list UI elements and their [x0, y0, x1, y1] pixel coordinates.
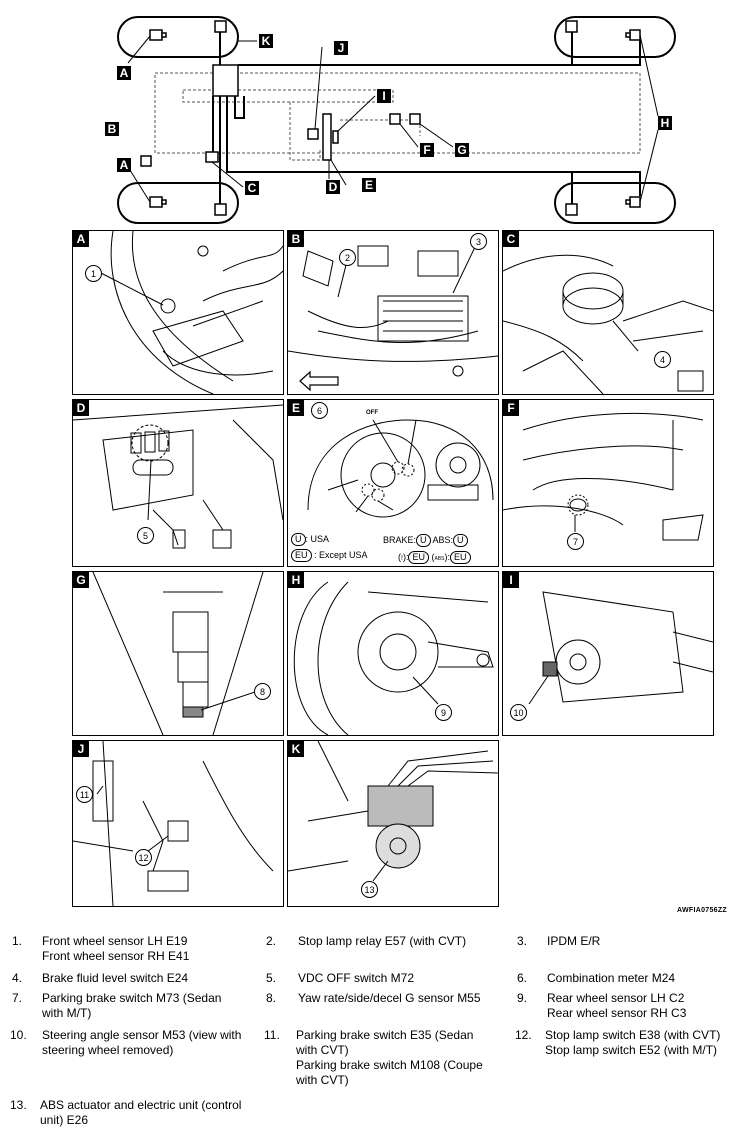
legend-item-12: 12. Stop lamp switch E38 (with CVT)Stop …: [515, 1028, 721, 1057]
callout-12: 12: [135, 849, 152, 866]
legend-item-13: 13. ABS actuator and electric unit (cont…: [10, 1098, 242, 1127]
panel-k-drawing: [288, 741, 498, 882]
panel-f: F 7: [502, 399, 714, 567]
panel-g-drawing: [92, 572, 264, 735]
diagram-label-e: E: [362, 178, 376, 192]
panel-d-label: D: [73, 400, 89, 416]
callout-4: 4: [654, 351, 671, 368]
vehicle-layout-diagram: [117, 16, 676, 224]
diagram-label-i: I: [377, 89, 391, 103]
callout-9: 9: [435, 704, 452, 721]
panel-f-label: F: [503, 400, 519, 416]
legend-item-2: 2. Stop lamp relay E57 (with CVT): [266, 934, 467, 948]
callout-3: 3: [470, 233, 487, 250]
callout-13: 13: [361, 881, 378, 898]
legend-item-6: 6. Combination meter M24: [517, 971, 676, 985]
diagram-label-k: K: [259, 34, 273, 48]
diagram-label-j: J: [334, 41, 348, 55]
key-brake-abs-eu: (!):EU (ABS):EU: [398, 551, 471, 564]
abs-icon: ABS: [434, 556, 445, 562]
panel-h-drawing: [293, 581, 494, 735]
panel-k-label: K: [288, 741, 304, 757]
abs-actuator-block: [212, 64, 239, 97]
panel-a-drawing: [100, 231, 283, 394]
callout-5: 5: [137, 527, 154, 544]
wheel-outlines: [117, 16, 676, 224]
panel-i-drawing: [528, 591, 713, 705]
callout-6: 6: [311, 402, 328, 419]
diagram-label-b: B: [105, 122, 119, 136]
diagram-label-a-top: A: [117, 66, 131, 80]
panel-c: C 4: [502, 230, 714, 395]
leader-lines: [127, 34, 659, 203]
panel-j-label: J: [73, 741, 89, 757]
diagram-label-f: F: [420, 143, 434, 157]
callout-8: 8: [254, 683, 271, 700]
legend-item-4: 4. Brake fluid level switch E24: [12, 971, 189, 985]
figure-code: AWFIA0756ZZ: [677, 907, 727, 914]
panel-b-label: B: [288, 231, 304, 247]
wheel-front-left: [117, 16, 239, 58]
panel-b: B 2 3: [287, 230, 499, 395]
legend-item-8: 8. Yaw rate/side/decel G sensor M55: [266, 991, 481, 1005]
panel-e-label: E: [288, 400, 304, 416]
panel-a-label: A: [73, 231, 89, 247]
callout-2: 2: [339, 249, 356, 266]
panel-g-label: G: [73, 572, 89, 588]
diagram-label-c: C: [245, 181, 259, 195]
components: [140, 20, 641, 216]
panel-e-drawing: OFF: [307, 410, 494, 518]
panel-c-drawing: [503, 254, 713, 394]
panel-d: D 5: [72, 399, 284, 567]
panel-j: J 11 12: [72, 740, 284, 907]
panel-e: OFF E 6 U: USA EU : Except USA BRAKE:U A…: [287, 399, 499, 567]
wheel-rear-right: [554, 182, 676, 224]
legend-item-10: 10. Steering angle sensor M53 (view with…: [10, 1028, 242, 1057]
diagram-label-h: H: [658, 116, 672, 130]
wheel-rear-left: [554, 16, 676, 58]
callout-11: 11: [76, 786, 93, 803]
wheel-front-right: [117, 182, 239, 224]
panel-a: A 1: [72, 230, 284, 395]
key-except-usa: EU : Except USA: [291, 549, 368, 562]
panel-k: K 13: [287, 740, 499, 907]
callout-7: 7: [567, 533, 584, 550]
panel-h: H 9: [287, 571, 499, 736]
body-outline: [154, 72, 641, 161]
panel-g: G 8: [72, 571, 284, 736]
legend-item-3: 3. IPDM E/R: [517, 934, 601, 948]
diagram-label-d: D: [326, 180, 340, 194]
diagram-label-g: G: [455, 143, 469, 157]
panel-i: I 10: [502, 571, 714, 736]
panel-j-drawing: [73, 741, 274, 906]
callout-10: 10: [510, 704, 527, 721]
panel-h-label: H: [288, 572, 304, 588]
legend-item-5: 5. VDC OFF switch M72: [266, 971, 415, 985]
panel-c-label: C: [503, 231, 519, 247]
key-usa: U: USA: [291, 533, 329, 546]
vdc-off-icon: OFF: [366, 410, 378, 416]
diagram-label-a-bottom: A: [117, 158, 131, 172]
panel-i-label: I: [503, 572, 519, 588]
panel-f-drawing: [503, 412, 704, 541]
panel-d-drawing: [73, 404, 283, 549]
panel-b-drawing: [288, 244, 498, 392]
callout-1: 1: [85, 265, 102, 282]
front-arrow: [299, 370, 339, 392]
key-brake-abs-usa: BRAKE:U ABS:U: [383, 534, 468, 547]
